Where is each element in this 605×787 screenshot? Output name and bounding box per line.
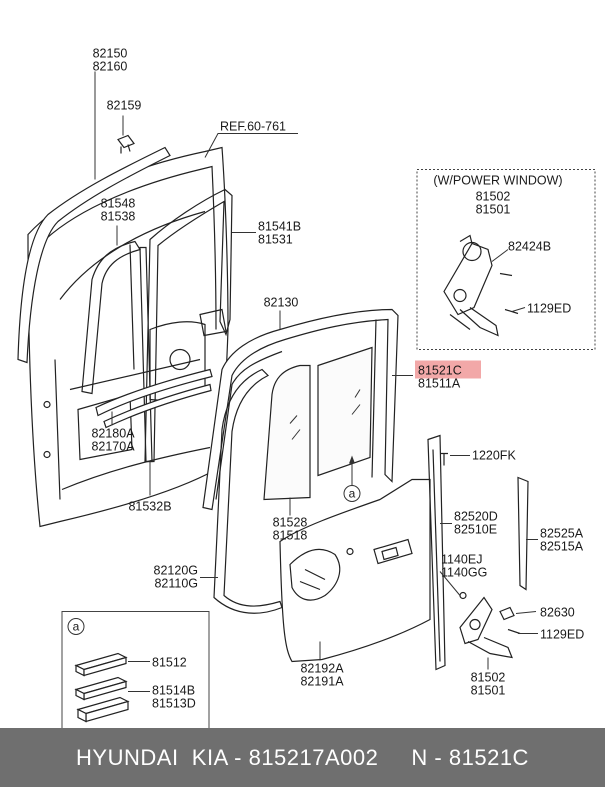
label-1140ej: 1140EJ — [441, 553, 482, 567]
label-82510e: 82510E — [454, 523, 497, 537]
callout-a-circle — [343, 485, 361, 502]
label-82159: 82159 — [107, 99, 142, 113]
label-82150: 82150 — [93, 47, 128, 61]
regulator-rail-drawing — [427, 434, 446, 671]
door-frame-weatherstrip-drawing — [144, 188, 233, 463]
callout-a-letter: a — [349, 487, 356, 501]
clip-drawing — [117, 134, 135, 154]
label-82520d: 82520D — [454, 510, 498, 524]
label-82525a: 82525A — [540, 527, 584, 541]
label-81531: 81531 — [258, 233, 293, 247]
outer-belt-strip-drawing — [17, 146, 171, 364]
inset-a-letter: a — [73, 620, 80, 634]
manual-regulator-drawing — [459, 591, 521, 659]
label-power-window: (W/POWER WINDOW) — [433, 174, 562, 188]
label-82130: 82130 — [264, 296, 299, 310]
label-81528: 81528 — [273, 516, 308, 530]
label-82515a: 82515A — [540, 540, 584, 554]
label-81512: 81512 — [152, 656, 187, 670]
part-labels: 82150 82160 82159 REF.60-761 81548 81538… — [91, 47, 584, 698]
power-window-inset — [416, 169, 596, 350]
glass-run-channel-drawing — [81, 240, 141, 395]
label-81532b: 81532B — [128, 500, 171, 514]
leader-lines — [94, 71, 538, 670]
label-82170a: 82170A — [91, 440, 135, 454]
label-81538: 81538 — [101, 210, 136, 224]
label-82180a: 82180A — [91, 427, 135, 441]
inset-a-circle — [67, 618, 85, 635]
label-pw-81501: 81501 — [476, 203, 511, 217]
label-81501-lower: 81501 — [471, 684, 506, 698]
label-1129ed-lower: 1129ED — [540, 628, 584, 642]
trim-panel-drawing — [279, 478, 431, 663]
label-82110g: 82110G — [154, 577, 198, 591]
label-81511a: 81511A — [418, 377, 461, 391]
label-81502-lower: 81502 — [471, 671, 506, 685]
label-82630: 82630 — [540, 606, 575, 620]
label-1140gg: 1140GG — [441, 566, 487, 580]
label-81518: 81518 — [273, 529, 308, 543]
rear-rail-drawing — [517, 476, 529, 591]
label-ref: REF.60-761 — [220, 120, 286, 134]
footer-part-number-bar: HYUNDAI KIA - 815217A002 N - 81521C — [0, 728, 605, 787]
label-82191a: 82191A — [300, 675, 344, 689]
label-81514b: 81514B — [152, 684, 195, 698]
highlight-box — [415, 360, 481, 379]
inset-a-box: a 81512 81514B 81513D — [61, 611, 210, 735]
label-81548: 81548 — [101, 197, 136, 211]
label-82192a: 82192A — [300, 662, 344, 676]
door-trim-outline-drawing — [213, 368, 283, 614]
door-glass-assembly-drawing — [202, 308, 399, 511]
label-82160: 82160 — [93, 60, 128, 74]
label-81521c: 81521C — [418, 364, 462, 378]
footer-text: HYUNDAI KIA - 815217A002 N - 81521C — [76, 744, 529, 770]
label-82120g: 82120G — [154, 564, 198, 578]
label-pw-81502: 81502 — [476, 190, 511, 204]
label-81513d: 81513D — [152, 697, 196, 711]
label-1220fk: 1220FK — [472, 449, 516, 463]
inner-belt-weatherstrip-drawing — [95, 368, 213, 429]
label-82424b: 82424B — [508, 240, 551, 254]
screw-drawing — [440, 452, 448, 466]
label-1129ed-upper: 1129ED — [527, 302, 571, 316]
label-81541b: 81541B — [258, 220, 301, 234]
